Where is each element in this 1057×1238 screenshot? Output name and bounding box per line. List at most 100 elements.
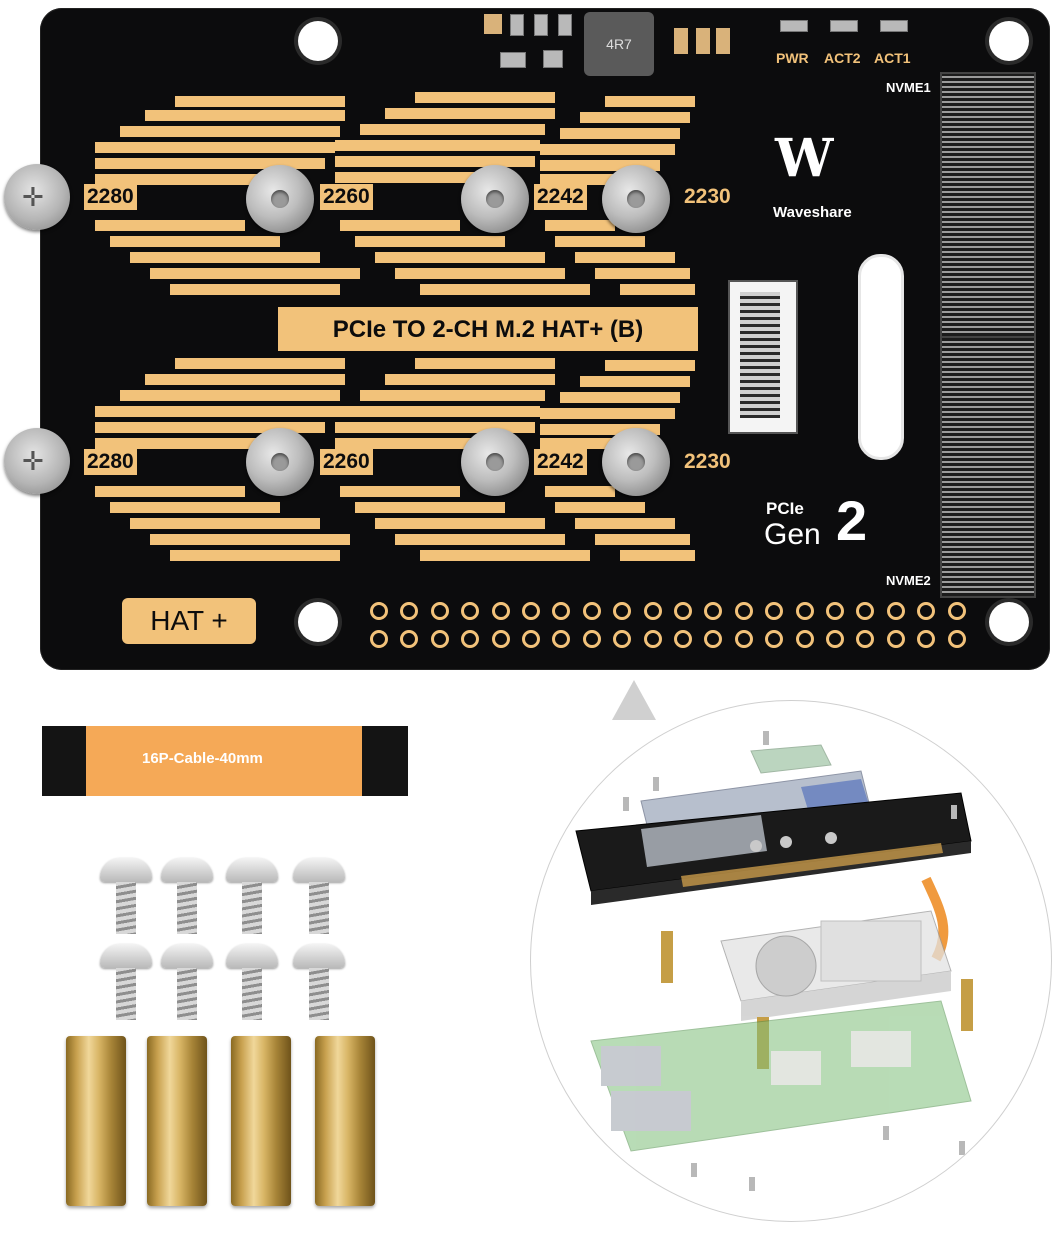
size-label-2230-top: 2230: [684, 185, 731, 208]
small-screws: [623, 731, 965, 1191]
screw: [100, 858, 152, 934]
gpio-pin-hole: [886, 602, 905, 620]
thumb-screw-top: ✛: [4, 164, 70, 230]
board-title: PCIe TO 2-CH M.2 HAT+ (B): [278, 307, 698, 351]
gpio-pin-hole: [674, 602, 692, 620]
gpio-pin-hole: [370, 602, 388, 620]
gpio-pin-hole: [795, 630, 814, 648]
gpio-pin-hole: [826, 602, 844, 620]
inductor-marking: 4R7: [606, 36, 632, 52]
nvme2-label: NVME2: [886, 573, 931, 588]
brass-post: [661, 931, 673, 983]
waveshare-name: Waveshare: [773, 204, 852, 221]
gpio-pin-hole: [795, 602, 814, 620]
pcie-label: PCIe: [766, 499, 804, 518]
gpio-pin-hole: [613, 602, 632, 620]
size-label-2280-top: 2280: [84, 184, 137, 210]
screw: [293, 944, 345, 1020]
gpio-pin-hole: [430, 602, 449, 620]
waveshare-logo: W: [775, 128, 834, 189]
inductor: 4R7: [584, 12, 654, 76]
screw: [161, 858, 213, 934]
gpio-pin-hole: [734, 602, 753, 620]
ffc-cable: 16P-Cable-40mm: [42, 726, 408, 796]
smd-capacitor: [484, 14, 502, 34]
led-label-act1: ACT1: [874, 50, 911, 66]
brass-standoff: [315, 1036, 375, 1206]
gpio-pin-hole: [582, 630, 601, 648]
callout-pointer: [612, 680, 656, 720]
gpio-pin-hole: [765, 602, 784, 620]
gpio-pin-hole: [491, 630, 510, 648]
act2-led: [830, 20, 858, 32]
screw: [226, 858, 278, 934]
gpio-pin-hole: [765, 630, 784, 648]
standoff-2260-top: [461, 165, 529, 233]
gpio-pin-hole: [947, 630, 966, 648]
phillips-icon: ✛: [22, 182, 44, 212]
standoff-2280-top: [246, 165, 314, 233]
gpio-pin-hole: [461, 602, 480, 620]
brass-post: [961, 979, 973, 1031]
brass-standoff: [66, 1036, 126, 1206]
standoff-2280-bottom: [246, 428, 314, 496]
gpio-pin-hole: [400, 602, 419, 620]
smd-capacitor: [674, 28, 688, 54]
gpio-pin-hole: [400, 630, 419, 648]
screw: [161, 944, 213, 1020]
standoff-2260-bottom: [461, 428, 529, 496]
ffc-cable-body: [86, 726, 362, 796]
hat-plus-label: HAT +: [122, 598, 256, 644]
gpio-pin-hole: [643, 630, 662, 648]
gpio-pin-hole: [643, 602, 662, 620]
gpio-pin-hole: [917, 602, 936, 620]
pcie-m2-hat-board: 2280 2260 2242 2230 2280 2260 2242 2230 …: [40, 8, 1050, 670]
gpio-pin-hole: [491, 602, 510, 620]
screw: [293, 858, 345, 934]
mount-hole-bottom-right: [989, 602, 1029, 642]
gpio-pin-hole: [674, 630, 692, 648]
gpio-pin-hole: [704, 602, 723, 620]
assembly-illustration: [530, 700, 1052, 1222]
active-cooler: [720, 910, 952, 1021]
nvme2-m2-connector: [940, 336, 1036, 598]
brass-standoff: [147, 1036, 207, 1206]
ffc-cable-label: 16P-Cable-40mm: [142, 750, 263, 767]
smd-resistor: [510, 14, 524, 36]
gpio-pin-hole: [826, 630, 844, 648]
led-label-act2: ACT2: [824, 50, 861, 66]
gpio-pin-hole: [886, 630, 905, 648]
board-slot-cutout: [858, 254, 904, 460]
act1-led: [880, 20, 908, 32]
fpc-connector: [728, 280, 798, 434]
mount-hole-bottom-left: [298, 602, 338, 642]
size-label-2242-top: 2242: [534, 184, 587, 210]
phillips-icon: ✛: [22, 446, 44, 476]
smd-resistor: [534, 14, 548, 36]
gpio-pin-hole: [734, 630, 753, 648]
gpio-pin-hole: [370, 630, 388, 648]
screw: [226, 944, 278, 1020]
nvme1-m2-connector: [940, 72, 1036, 338]
gpio-pin-hole: [856, 602, 875, 620]
size-label-2280-bottom: 2280: [84, 449, 137, 475]
led-label-pwr: PWR: [776, 50, 809, 66]
thumb-screw-bottom: ✛: [4, 428, 70, 494]
nvme1-label: NVME1: [886, 80, 931, 95]
pwr-led: [780, 20, 808, 32]
smd-capacitor: [716, 28, 730, 54]
gen-label: Gen: [764, 518, 821, 551]
standoff-2242-bottom: [602, 428, 670, 496]
gpio-pin-hole: [430, 630, 449, 648]
gpio-pin-hole: [522, 602, 540, 620]
gpio-pin-hole: [704, 630, 723, 648]
gpio-pin-hole: [582, 602, 601, 620]
hat-board-small: [575, 792, 972, 905]
gpio-pin-hole: [613, 630, 632, 648]
mount-hole-top-right: [989, 21, 1029, 61]
smd-chip: [543, 50, 563, 68]
gen-number: 2: [836, 489, 868, 552]
gpio-pin-hole: [522, 630, 540, 648]
size-label-2230-bottom: 2230: [684, 450, 731, 473]
gpio-pin-hole: [947, 602, 966, 620]
